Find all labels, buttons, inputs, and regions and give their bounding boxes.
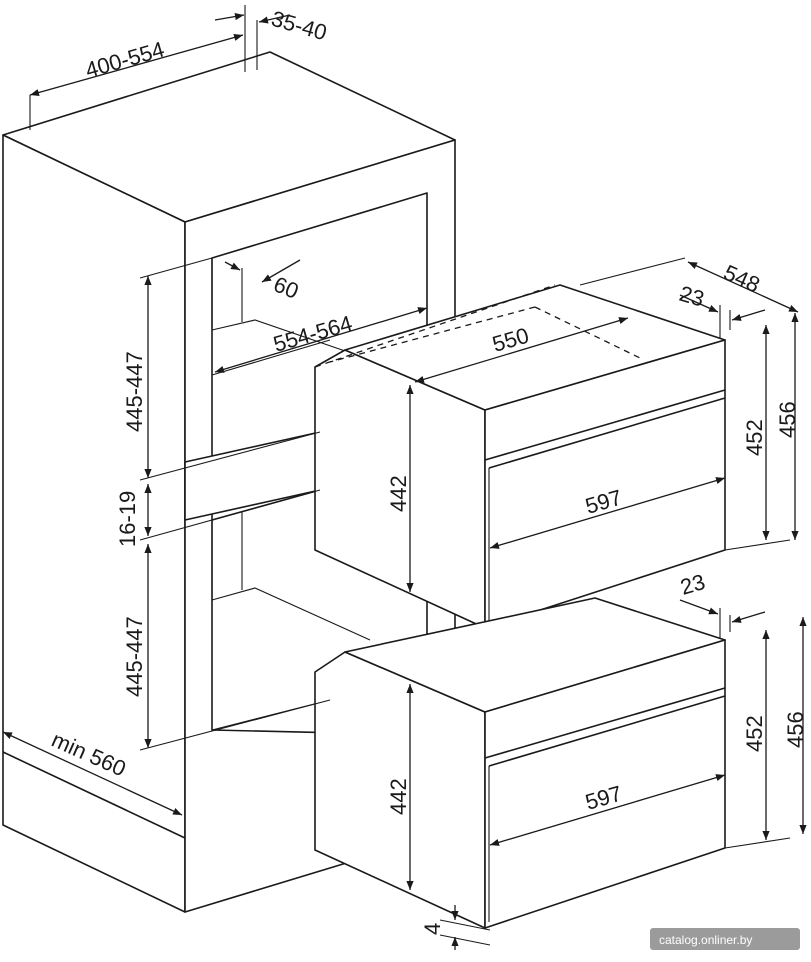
label-lower-body-height: 442 [386,778,411,815]
label-lower-niche-height: 445-447 [122,616,147,697]
label-divider-thickness: 16-19 [115,491,140,547]
niche-inner-upper [211,258,349,376]
label-upper-door-offset: 23 [677,281,707,312]
label-upper-total-depth: 548 [720,260,764,298]
upper-oven-control-panel [484,389,726,469]
label-upper-front-height: 452 [742,419,767,456]
label-lower-total-height: 456 [783,711,808,748]
label-cabinet-depth: 400-554 [82,37,167,83]
dimension-lines [2,5,807,950]
label-upper-total-height: 456 [775,401,800,438]
label-rear-gap: 35-40 [269,6,330,46]
watermark-text: catalog.onliner.by [659,933,752,947]
label-bottom-gap: 4 [420,923,445,935]
label-lower-door-offset: 23 [677,569,707,600]
watermark: catalog.onliner.by [650,928,800,950]
label-lower-front-height: 452 [742,715,767,752]
label-upper-niche-height: 445-447 [122,351,147,432]
niche-inner-lower [211,512,371,731]
label-upper-body-height: 442 [386,475,411,512]
lower-oven-control-panel [484,687,726,767]
lower-oven [314,597,726,929]
